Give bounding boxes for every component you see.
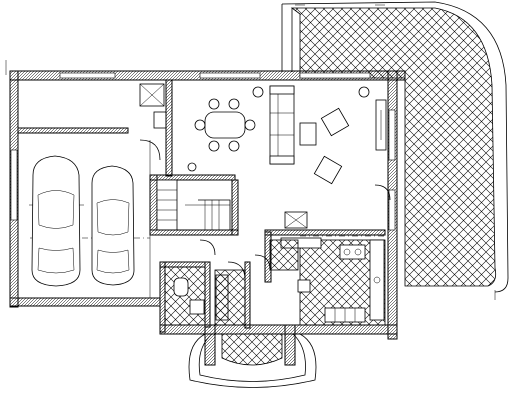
garage-door-swing	[139, 139, 161, 161]
toilet	[173, 277, 189, 297]
dimension-marks	[5, 4, 496, 300]
bathroom	[159, 261, 211, 333]
living-dining	[187, 85, 391, 201]
plant-2	[358, 86, 370, 98]
stove	[339, 244, 366, 260]
garage	[29, 83, 167, 298]
coffee-table	[299, 122, 317, 146]
stair-door-swing	[199, 239, 216, 256]
plant-1	[252, 86, 264, 98]
car-2	[91, 165, 135, 286]
armchair-1	[320, 107, 350, 137]
hall-door-swing	[254, 254, 271, 271]
windows	[10, 72, 396, 231]
porch-outer-curve	[188, 333, 317, 388]
dining-table	[194, 98, 256, 152]
closet	[215, 274, 229, 321]
stair	[149, 174, 239, 236]
plant-3	[187, 162, 197, 172]
entrance-porch	[188, 324, 317, 388]
bin	[297, 279, 311, 293]
terrace-outer-edge	[281, 1, 509, 293]
sink	[153, 111, 167, 129]
armchair-2	[313, 155, 343, 185]
hall	[199, 239, 299, 271]
entrance-inner-door	[227, 261, 246, 281]
terrace-door-swing	[374, 184, 391, 201]
kitchen	[280, 211, 386, 326]
washbasin	[189, 299, 205, 315]
car-1	[29, 155, 84, 287]
sofa	[269, 85, 295, 165]
